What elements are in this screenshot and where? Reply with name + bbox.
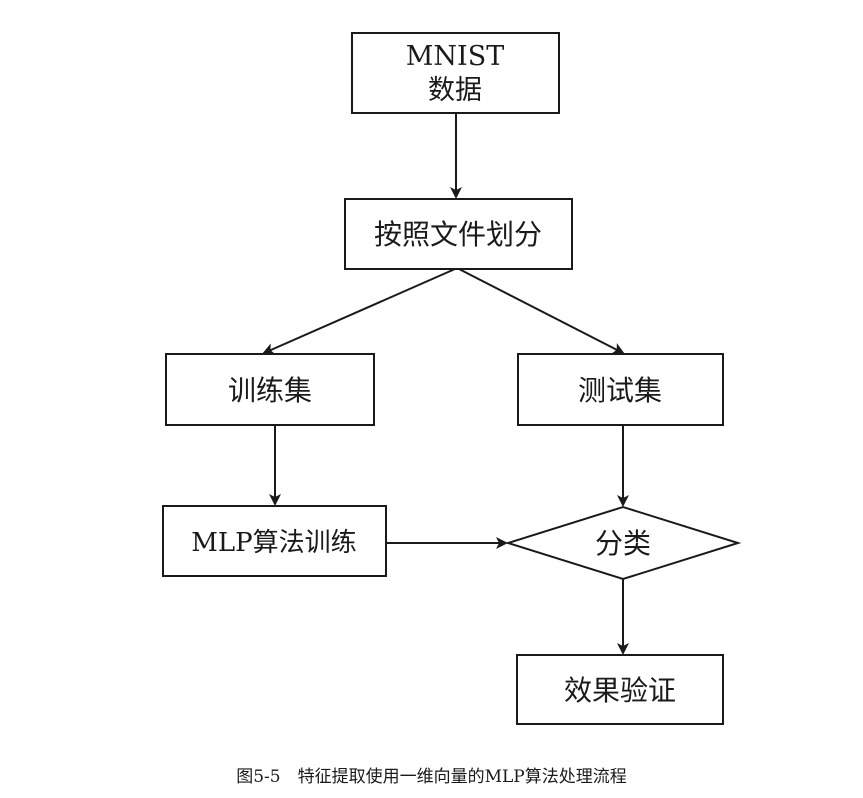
node-verify: 效果验证: [516, 654, 724, 725]
edge-split-to-test: [458, 268, 625, 354]
node-classify: 分类: [504, 505, 742, 581]
node-mlp: MLP算法训练: [162, 505, 387, 577]
node-classify-label: 分类: [595, 527, 651, 560]
node-test: 测试集: [517, 353, 724, 426]
node-test-label: 测试集: [578, 374, 662, 407]
node-train-label: 训练集: [228, 374, 312, 407]
edge-split-to-train: [262, 268, 456, 355]
node-mnist: MNIST 数据: [351, 32, 560, 114]
figure-caption: 图5-5 特征提取使用一维向量的MLP算法处理流程: [236, 767, 627, 787]
node-mnist-line2: 数据: [428, 75, 482, 106]
node-mlp-label: MLP算法训练: [191, 528, 356, 558]
node-mnist-line1: MNIST: [406, 41, 504, 72]
node-verify-label: 效果验证: [564, 674, 676, 707]
node-split: 按照文件划分: [344, 198, 573, 270]
node-split-label: 按照文件划分: [374, 218, 542, 251]
node-train: 训练集: [165, 353, 375, 426]
